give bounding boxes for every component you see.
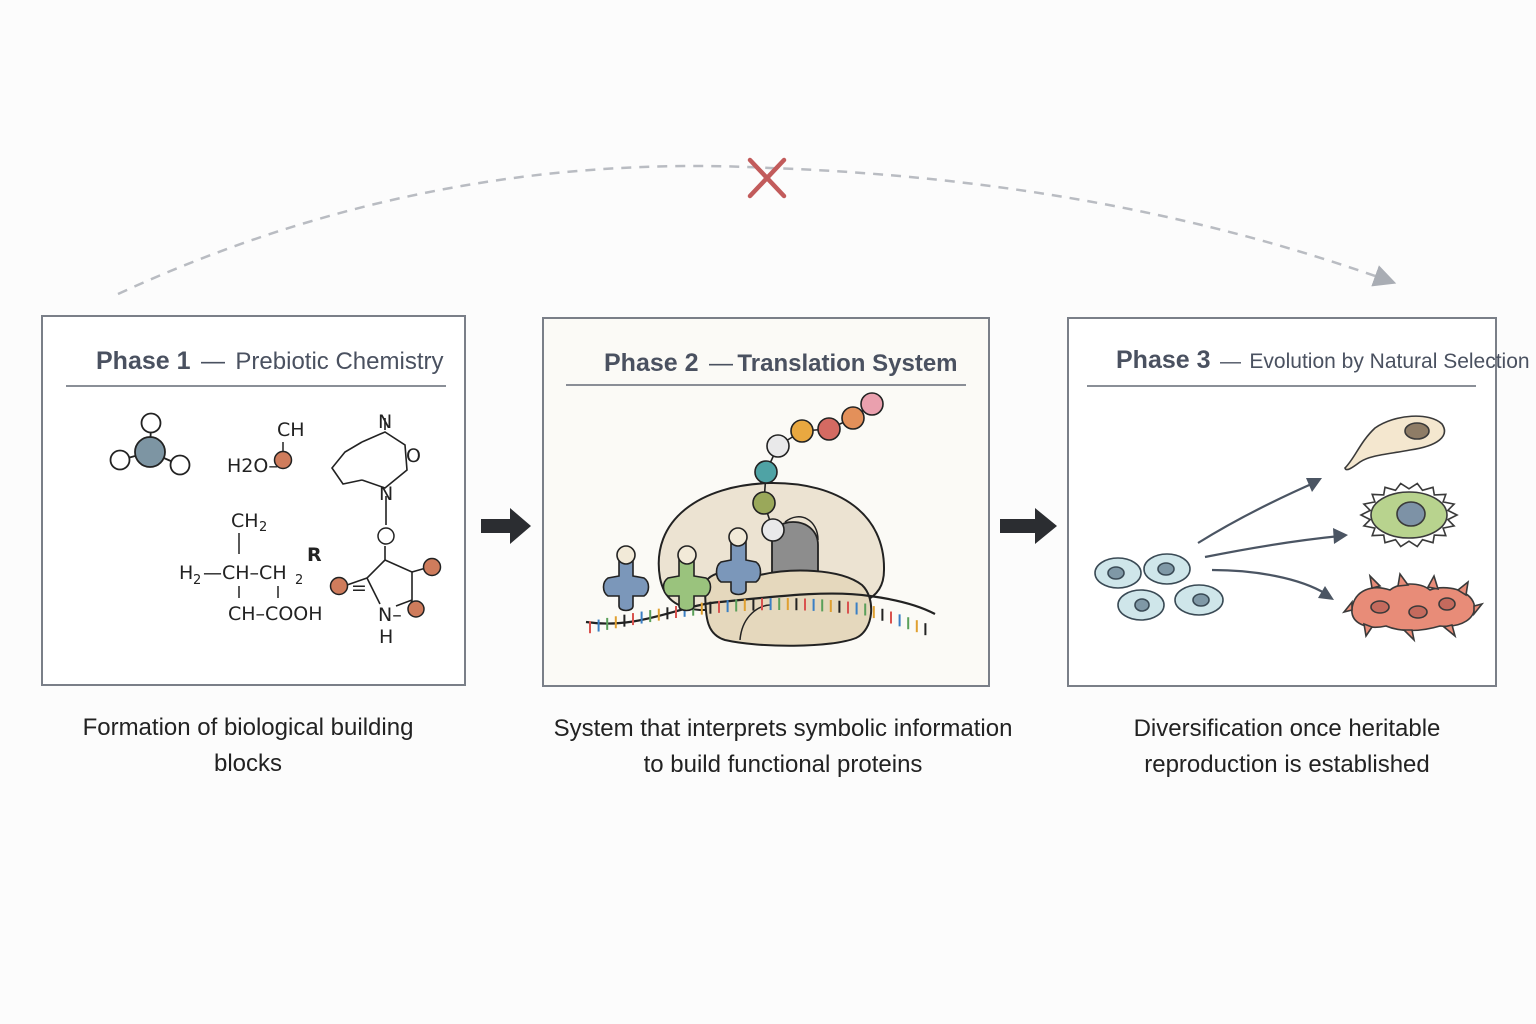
mrna-codon-ticks bbox=[589, 598, 927, 636]
svg-text:H: H bbox=[179, 562, 193, 584]
svg-text:R: R bbox=[307, 544, 322, 566]
phase-3-panel: Phase 3 — Evolution by Natural Selection bbox=[1067, 317, 1530, 687]
ring-n: N bbox=[379, 483, 393, 505]
phase-2-caption-line-1: System that interprets symbolic informat… bbox=[553, 715, 1013, 742]
trna-green-icon bbox=[662, 545, 712, 612]
flow-arrow-1 bbox=[481, 508, 531, 544]
phase-2-caption: System that interprets symbolic informat… bbox=[540, 711, 1026, 783]
spiky-green-cell-icon bbox=[1359, 482, 1459, 548]
flow-arrow-2 bbox=[1000, 508, 1057, 544]
phase-3-title: Phase 3 — Evolution by Natural Selection bbox=[1116, 346, 1530, 374]
double-bond-mark: = bbox=[351, 577, 367, 599]
phase-1-caption: Formation of biological building blocks bbox=[60, 710, 436, 782]
blocked-cross-icon bbox=[747, 157, 787, 199]
phase-2-panel: Phase 2 — Translation System bbox=[542, 317, 990, 687]
svg-text:—CH–CH: —CH–CH bbox=[203, 562, 287, 584]
divergence-arrowheads bbox=[1306, 478, 1348, 600]
phase-2-caption-line-2: to build functional proteins bbox=[643, 751, 923, 778]
elongated-cell-icon bbox=[1344, 415, 1446, 471]
mrna-strand bbox=[585, 592, 936, 625]
svg-text:CH–COOH: CH–COOH bbox=[228, 603, 323, 625]
trna-blue-icon bbox=[602, 545, 650, 612]
phase-3-caption-line-2: reproduction is established bbox=[1144, 751, 1430, 778]
phase-3-caption-line-1: Diversification once heritable bbox=[1133, 715, 1441, 742]
svg-text:H2O–: H2O– bbox=[227, 455, 278, 477]
phase-1-caption-line-1: Formation of biological building bbox=[82, 714, 414, 741]
svg-text:2: 2 bbox=[295, 573, 303, 588]
ring-molecule bbox=[331, 418, 408, 525]
phase-3-caption: Diversification once heritable reproduct… bbox=[1100, 711, 1474, 783]
svg-text:2: 2 bbox=[193, 573, 201, 588]
h2o-molecule: CH H2O– bbox=[227, 419, 305, 477]
svg-text:CH: CH bbox=[277, 419, 305, 441]
divergence-arrows bbox=[1197, 480, 1341, 595]
peptide-chain bbox=[752, 392, 884, 542]
svg-text:CH: CH bbox=[231, 510, 259, 532]
phase-1-title: Phase 1 — Prebiotic Chemistry bbox=[96, 347, 443, 375]
bypass-dashed-arc bbox=[117, 164, 1397, 296]
phase-1-panel: Phase 1 — Prebiotic Chemistry CH H2O– bbox=[41, 315, 466, 686]
cell-cluster-icon bbox=[1094, 553, 1224, 621]
ring-n-top: N bbox=[378, 411, 392, 433]
spiky-red-cell-icon bbox=[1341, 571, 1485, 643]
amino-acid-skeleton: CH 2 H 2 —CH–CH 2 R CH–COOH bbox=[179, 510, 323, 625]
phase-2-title: Phase 2 — Translation System bbox=[604, 349, 958, 377]
tetrahedral-molecule-icon bbox=[109, 412, 191, 476]
ring-n-bottom: N– bbox=[378, 604, 402, 626]
phase-1-caption-line-2: blocks bbox=[213, 750, 283, 777]
trna-blue-2-icon bbox=[715, 527, 762, 596]
ring-o: O bbox=[406, 445, 421, 467]
svg-text:2: 2 bbox=[259, 520, 267, 535]
ring-h-bottom: H bbox=[379, 626, 393, 648]
